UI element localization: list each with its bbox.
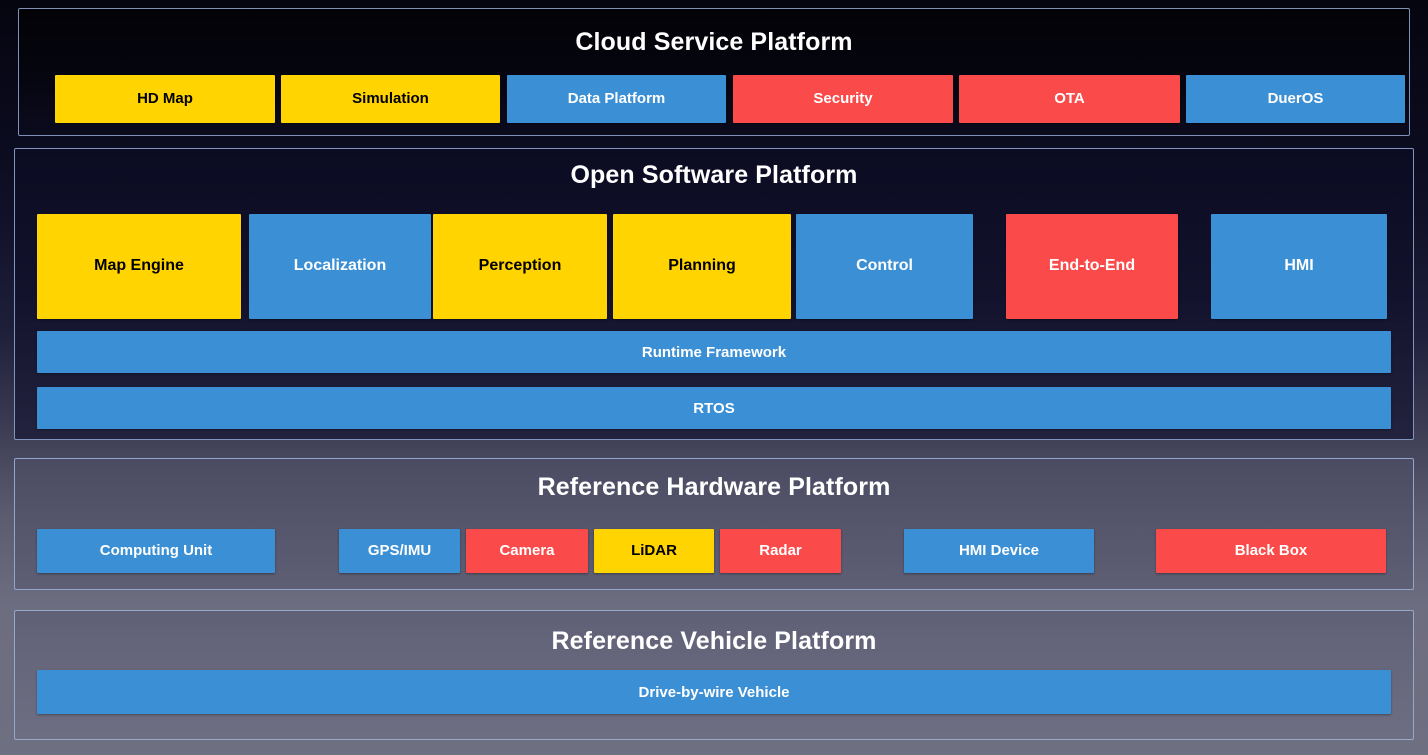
layer-title-cloud: Cloud Service Platform — [575, 28, 853, 56]
layer-reference-hardware-platform: Reference Hardware Platform Computing Un… — [14, 458, 1414, 590]
block-planning[interactable]: Planning — [613, 214, 791, 319]
block-map-engine[interactable]: Map Engine — [37, 214, 241, 319]
bar-rtos[interactable]: RTOS — [37, 387, 1391, 429]
block-black-box[interactable]: Black Box — [1156, 529, 1386, 573]
layer-reference-vehicle-platform: Reference Vehicle Platform Drive-by-wire… — [14, 610, 1414, 740]
block-perception[interactable]: Perception — [433, 214, 607, 319]
layer-title-software: Open Software Platform — [570, 161, 858, 189]
block-hmi[interactable]: HMI — [1211, 214, 1387, 319]
bar-drive-by-wire-vehicle[interactable]: Drive-by-wire Vehicle — [37, 670, 1391, 714]
block-simulation[interactable]: Simulation — [281, 75, 500, 123]
block-end-to-end[interactable]: End-to-End — [1006, 214, 1178, 319]
layer-open-software-platform: Open Software Platform Map Engine Locali… — [14, 148, 1414, 440]
block-lidar[interactable]: LiDAR — [594, 529, 714, 573]
block-hmi-device[interactable]: HMI Device — [904, 529, 1094, 573]
block-radar[interactable]: Radar — [720, 529, 841, 573]
block-gps-imu[interactable]: GPS/IMU — [339, 529, 460, 573]
layer-title-vehicle: Reference Vehicle Platform — [551, 627, 877, 655]
bar-runtime-framework[interactable]: Runtime Framework — [37, 331, 1391, 373]
block-computing-unit[interactable]: Computing Unit — [37, 529, 275, 573]
block-data-platform[interactable]: Data Platform — [507, 75, 726, 123]
block-hd-map[interactable]: HD Map — [55, 75, 275, 123]
block-localization[interactable]: Localization — [249, 214, 431, 319]
block-security[interactable]: Security — [733, 75, 953, 123]
layer-title-hardware: Reference Hardware Platform — [537, 473, 891, 501]
block-dueros[interactable]: DuerOS — [1186, 75, 1405, 123]
layer-cloud-service-platform: Cloud Service Platform HD Map Simulation… — [18, 8, 1410, 136]
block-ota[interactable]: OTA — [959, 75, 1180, 123]
block-camera[interactable]: Camera — [466, 529, 588, 573]
block-control[interactable]: Control — [796, 214, 973, 319]
